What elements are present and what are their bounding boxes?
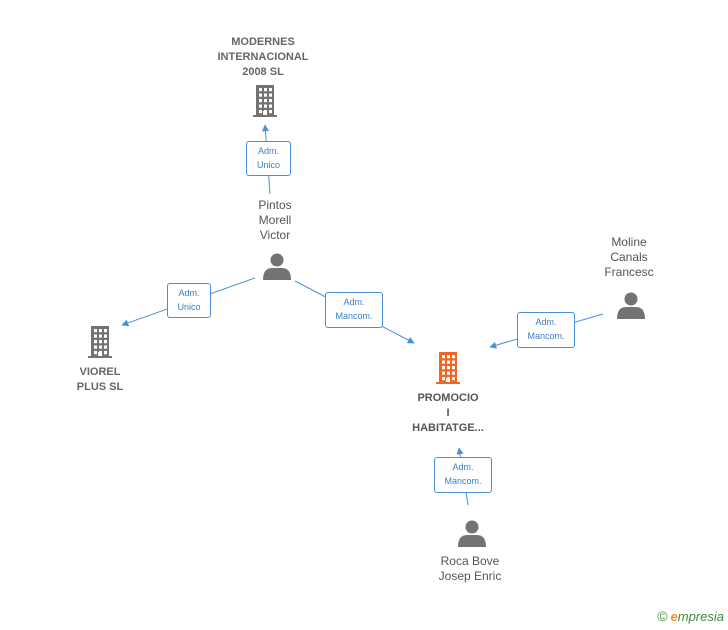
brand-logo[interactable]: empresia xyxy=(670,608,724,624)
person-icon-roca[interactable] xyxy=(458,520,486,548)
edge-label-roca-promocio: Adm.Mancom. xyxy=(434,457,492,493)
person-icon-pintos[interactable] xyxy=(263,253,291,281)
building-icon-modernes[interactable] xyxy=(253,85,277,117)
node-label-moline[interactable]: Moline Canals Francesc xyxy=(604,235,654,279)
edge-label-pintos-viorel: Adm.Unico xyxy=(167,283,211,318)
copyright-icon: © xyxy=(657,608,668,624)
node-label-viorel[interactable]: VIOREL PLUS SL xyxy=(76,366,124,393)
node-label-promocio[interactable]: PROMOCIO I HABITATGE... xyxy=(412,392,484,434)
edge-label-pintos-modernes: Adm.Unico xyxy=(246,141,291,176)
building-icon-viorel[interactable] xyxy=(88,326,112,358)
node-label-modernes[interactable]: MODERNES INTERNACIONAL 2008 SL xyxy=(217,36,309,78)
footer-brand[interactable]: © empresia xyxy=(657,608,724,624)
edge-label-pintos-promocio: Adm.Mancom. xyxy=(325,292,383,328)
node-label-roca[interactable]: Roca Bove Josep Enric xyxy=(438,554,502,583)
node-label-pintos[interactable]: Pintos Morell Victor xyxy=(258,198,292,242)
person-icon-moline[interactable] xyxy=(617,292,645,320)
edge-label-moline-promocio: Adm.Mancom. xyxy=(517,312,575,348)
building-icon-promocio[interactable] xyxy=(436,352,460,384)
